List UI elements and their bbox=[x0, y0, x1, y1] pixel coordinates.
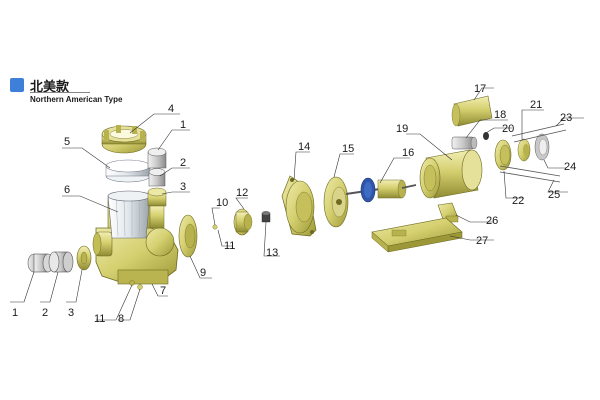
callout-21: 21 bbox=[530, 99, 542, 111]
callout-13: 13 bbox=[266, 247, 278, 259]
title-rule bbox=[30, 92, 90, 93]
title-english: Northern American Type bbox=[30, 95, 123, 104]
callout-14: 14 bbox=[298, 141, 310, 153]
part-18-capacitor bbox=[451, 136, 478, 150]
callout-25: 25 bbox=[548, 189, 560, 201]
callout-19: 19 bbox=[396, 123, 408, 135]
part-21-fan bbox=[517, 138, 531, 162]
part-3-nut-left bbox=[76, 245, 92, 271]
part-1-union-top bbox=[147, 147, 167, 169]
leader-lines bbox=[10, 87, 584, 321]
part-11-drain-plug bbox=[129, 280, 135, 286]
callout-16: 16 bbox=[402, 147, 414, 159]
callout-2-left: 2 bbox=[42, 307, 48, 319]
part-23-tie-rods bbox=[511, 123, 567, 143]
callout-12: 12 bbox=[236, 187, 248, 199]
part-10-washer bbox=[212, 224, 218, 230]
callout-9: 9 bbox=[200, 267, 206, 279]
callout-23: 23 bbox=[560, 112, 572, 124]
part-2-adapter-left bbox=[48, 251, 74, 273]
part-16-rotor-shaft bbox=[345, 177, 417, 203]
callout-11-mid: 11 bbox=[224, 240, 235, 252]
callout-6: 6 bbox=[64, 184, 70, 196]
part-20-bearing bbox=[483, 132, 489, 140]
part-19-motor-housing bbox=[419, 149, 483, 199]
callout-24: 24 bbox=[564, 161, 576, 173]
callout-4: 4 bbox=[168, 103, 174, 115]
part-9-diffuser bbox=[178, 214, 198, 258]
callout-11-bottom: 11 bbox=[94, 313, 105, 325]
part-4-lid-lock-ring bbox=[101, 125, 147, 154]
callout-17: 17 bbox=[474, 83, 486, 95]
callout-1-top: 1 bbox=[180, 119, 186, 131]
title-chinese: 北美款 bbox=[30, 80, 70, 95]
part-2-adapter-top bbox=[148, 168, 166, 187]
callout-1-left: 1 bbox=[12, 307, 18, 319]
part-8-o-ring bbox=[137, 284, 143, 290]
part-12-impeller bbox=[233, 208, 253, 236]
callout-labels: 1 2 3 4 5 6 1 2 3 7 8 11 9 10 11 12 13 1… bbox=[12, 83, 576, 325]
title-marker bbox=[10, 78, 24, 92]
part-3-nut-top bbox=[147, 187, 167, 229]
part-25-long-bolts bbox=[499, 165, 561, 183]
callout-5: 5 bbox=[64, 136, 70, 148]
part-24-fan-cover bbox=[534, 133, 550, 161]
callout-26: 26 bbox=[486, 215, 498, 227]
callout-27: 27 bbox=[476, 235, 488, 247]
part-15-mechanical-seal-disc bbox=[323, 176, 349, 228]
callout-22: 22 bbox=[512, 195, 524, 207]
part-17-capacitor-cover bbox=[451, 95, 493, 127]
callout-10: 10 bbox=[216, 197, 228, 209]
callout-8: 8 bbox=[118, 313, 124, 325]
callout-20: 20 bbox=[502, 123, 514, 135]
part-5-clear-lid bbox=[105, 159, 151, 183]
part-22-end-cover bbox=[494, 139, 512, 171]
part-27-base-plate bbox=[371, 217, 463, 253]
part-6-strainer-basket bbox=[107, 190, 151, 239]
callout-3-top: 3 bbox=[180, 181, 186, 193]
callout-7: 7 bbox=[160, 285, 166, 297]
part-13-nut bbox=[261, 211, 271, 223]
callout-18: 18 bbox=[494, 109, 506, 121]
part-14-seal-plate bbox=[281, 175, 317, 237]
part-1-union-left bbox=[27, 253, 54, 273]
callout-2-top: 2 bbox=[180, 157, 186, 169]
callout-3-left: 3 bbox=[68, 307, 74, 319]
callout-15: 15 bbox=[342, 143, 354, 155]
